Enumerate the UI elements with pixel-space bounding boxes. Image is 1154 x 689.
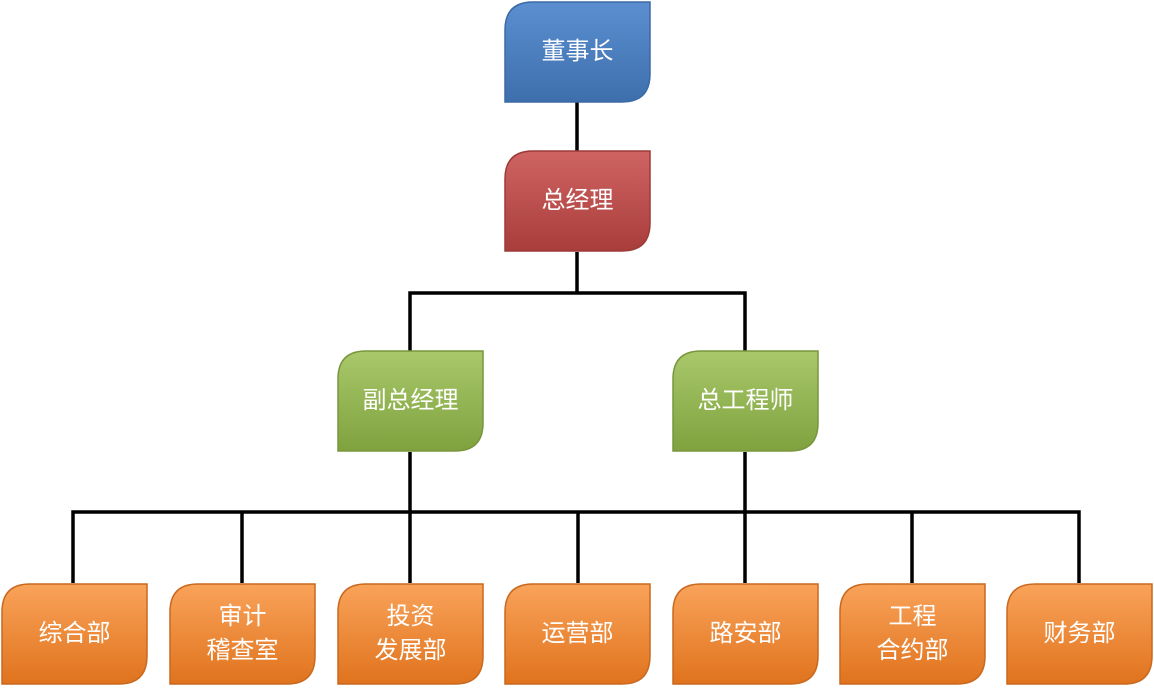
node-department-3-label: 投资发展部 [375,602,447,664]
node-chief-engineer-label: 总工程师 [698,386,794,414]
node-department-5-label: 路安部 [710,619,782,647]
node-department-1-label: 综合部 [39,619,111,647]
node-chief-engineer-box [672,350,819,452]
node-department-1-box [1,583,148,685]
node-label-line: 财务部 [1044,619,1116,647]
node-department-5: 路安部 [672,583,819,685]
node-department-4-label: 运营部 [542,619,614,647]
node-department-3: 投资发展部 [337,583,484,685]
node-department-7: 财务部 [1006,583,1153,685]
node-chief-engineer: 总工程师 [672,350,819,452]
node-general-manager: 总经理 [504,150,651,252]
node-label-line: 董事长 [542,37,614,65]
node-label-line: 稽查室 [207,636,279,664]
node-department-4-box [504,583,651,685]
node-chairman: 董事长 [504,1,651,103]
node-general-manager-box [504,150,651,252]
node-deputy-general-manager: 副总经理 [337,350,484,452]
node-label-line: 运营部 [542,619,614,647]
node-label-line: 副总经理 [363,386,459,414]
node-label-line: 路安部 [710,619,782,647]
node-label-line: 投资 [387,602,435,630]
node-department-2-box [169,583,316,685]
node-label-line: 发展部 [375,636,447,664]
node-department-6-label: 工程合约部 [877,602,949,664]
node-label-line: 综合部 [39,619,111,647]
node-label-line: 审计 [219,602,267,630]
connector-dept-bus [71,510,1081,583]
node-department-2: 审计稽查室 [169,583,316,685]
node-general-manager-label: 总经理 [542,186,614,214]
node-department-4: 运营部 [504,583,651,685]
connector-lines [71,102,1081,583]
node-department-1: 综合部 [1,583,148,685]
node-department-3-box [337,583,484,685]
node-department-7-label: 财务部 [1044,619,1116,647]
node-deputy-general-manager-label: 副总经理 [363,386,459,414]
node-department-5-box [672,583,819,685]
node-department-2-label: 审计稽查室 [207,602,279,664]
node-department-6: 工程合约部 [839,583,986,685]
node-chairman-box [504,1,651,103]
node-label-line: 合约部 [877,636,949,664]
node-chairman-label: 董事长 [542,37,614,65]
node-label-line: 总经理 [542,186,614,214]
node-label-line: 总工程师 [698,386,794,414]
node-label-line: 工程 [889,602,937,630]
node-department-6-box [839,583,986,685]
node-deputy-general-manager-box [337,350,484,452]
connector-level2-bus [408,291,747,352]
node-department-7-box [1006,583,1153,685]
